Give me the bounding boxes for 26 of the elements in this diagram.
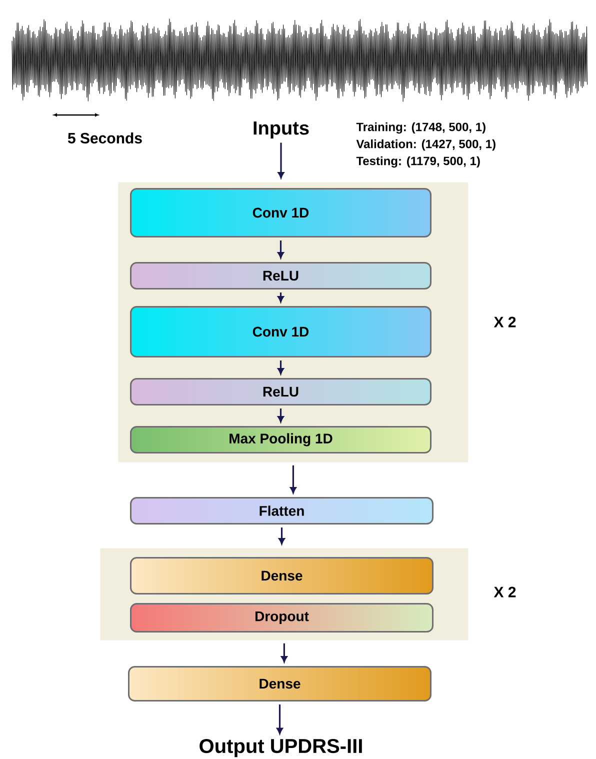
layer-box: Flatten — [130, 497, 434, 524]
arrow — [290, 465, 296, 494]
repeat-count: X 2 — [494, 586, 516, 598]
arrow — [278, 240, 284, 258]
dataset-shape-label: Validation: (1427, 500, 1) — [356, 139, 496, 151]
layer-box: Dense — [130, 557, 434, 594]
arrow — [278, 528, 285, 544]
layer-box: Max Pooling 1D — [130, 426, 432, 454]
arrow — [278, 142, 284, 178]
arrow — [278, 360, 284, 374]
arrow — [281, 643, 288, 662]
arrow — [278, 408, 284, 422]
layer-box: ReLU — [130, 378, 432, 406]
arrow — [278, 292, 284, 302]
output-label: Output UPDRS-III — [200, 738, 362, 758]
layer-box: Conv 1D — [130, 306, 432, 358]
layer-box: ReLU — [130, 262, 432, 290]
dataset-shape-label: Training: (1748, 500, 1) — [356, 122, 486, 134]
arrow — [276, 704, 283, 734]
dimension-label: 5 Seconds — [68, 132, 142, 144]
dataset-shape-label: Testing: (1179, 500, 1) — [356, 156, 480, 168]
input-label: Inputs — [254, 122, 309, 138]
layer-box: Dense — [128, 666, 432, 702]
layer-box: Dropout — [130, 603, 434, 632]
layer-box: Conv 1D — [130, 188, 432, 238]
repeat-count: X 2 — [494, 316, 516, 328]
